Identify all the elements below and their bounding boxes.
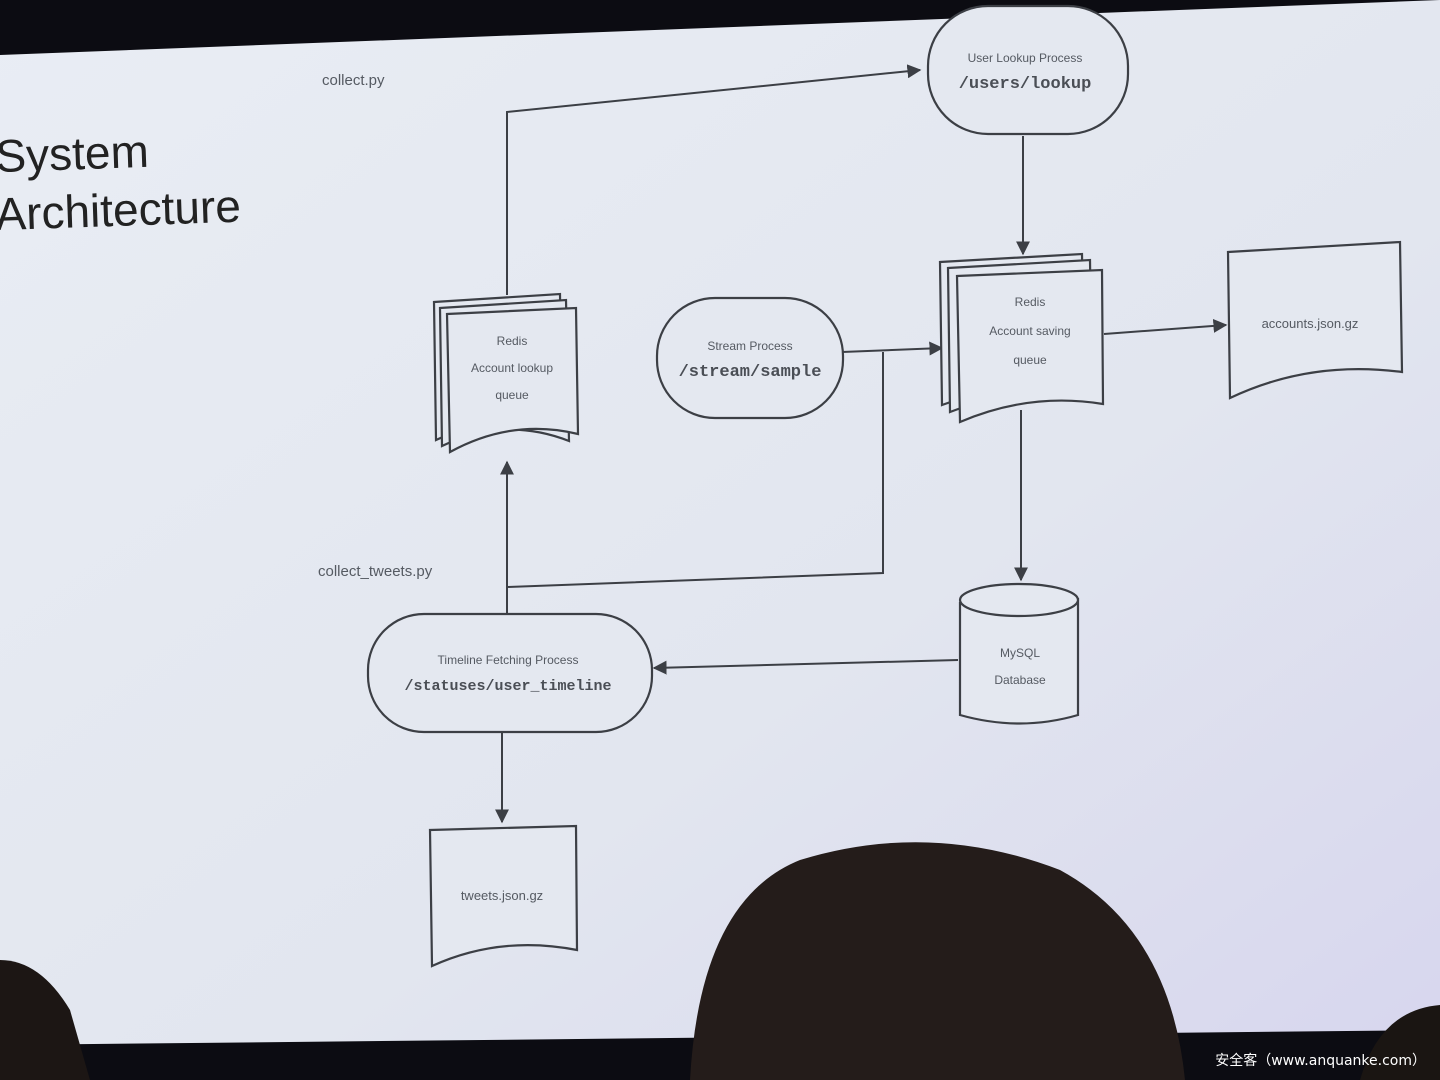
label-collect-py: collect.py [322, 72, 385, 89]
slide-title-line1: System [0, 125, 150, 182]
line-timeline-to-saving-queue [506, 352, 884, 588]
saving-queue-line2: Account saving [989, 324, 1070, 338]
redis-account-saving-queue-node: Redis Account saving queue [938, 252, 1105, 424]
user-lookup-process-node: User Lookup Process /users/lookup [926, 4, 1130, 136]
slide-title-line2: Architecture [0, 180, 242, 241]
saving-queue-line3: queue [1013, 353, 1047, 367]
mysql-line2: Database [994, 673, 1046, 687]
watermark: 安全客（www.anquanke.com） [1215, 1053, 1426, 1069]
saving-queue-line1: Redis [1015, 295, 1046, 309]
tweets-file-node: tweets.json.gz [428, 824, 579, 968]
timeline-endpoint: /statuses/user_timeline [404, 678, 611, 695]
slide-screen [0, 0, 1440, 1045]
mysql-line1: MySQL [1000, 646, 1040, 660]
connectors [495, 64, 1228, 824]
user-lookup-endpoint: /users/lookup [959, 75, 1092, 94]
label-collect-tweets-py: collect_tweets.py [318, 563, 433, 580]
timeline-title: Timeline Fetching Process [438, 653, 579, 667]
audience-silhouettes [0, 842, 1440, 1080]
redis-account-lookup-queue-node: Redis Account lookup queue [432, 292, 580, 454]
stream-endpoint: /stream/sample [679, 363, 822, 382]
arrow-saving-queue-to-accounts [1103, 318, 1228, 335]
arrow-stream-to-saving-queue [841, 341, 944, 356]
stream-process-node: Stream Process /stream/sample [655, 296, 845, 420]
lookup-queue-line1: Redis [497, 334, 528, 348]
accounts-file-label: accounts.json.gz [1262, 316, 1359, 331]
lookup-queue-line3: queue [495, 388, 529, 402]
timeline-fetching-process-node: Timeline Fetching Process /statuses/user… [366, 612, 654, 734]
stream-title: Stream Process [707, 339, 792, 353]
accounts-file-node: accounts.json.gz [1226, 240, 1404, 400]
arrow-mysql-to-timeline [652, 659, 959, 675]
arrow-lookup-queue-to-user-lookup [506, 64, 922, 295]
lookup-queue-line2: Account lookup [471, 361, 553, 375]
tweets-file-label: tweets.json.gz [461, 888, 543, 903]
user-lookup-title: User Lookup Process [968, 51, 1083, 65]
mysql-database-node: MySQL Database [958, 582, 1080, 725]
